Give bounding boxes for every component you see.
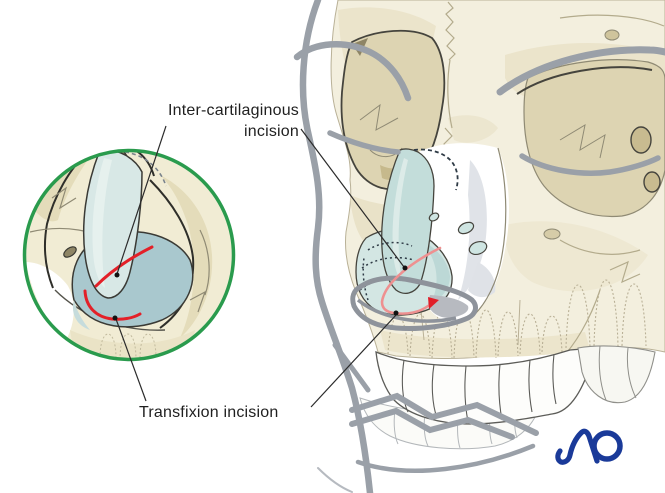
incision-arrowhead [428,297,439,309]
ao-logo-letter-a [555,428,600,465]
inset-circle [22,148,236,362]
label-inter-line2: incision [244,123,299,140]
eyebrow-right [496,46,665,96]
eyelid-right [519,153,661,176]
label-inter-line1: Inter-cartilaginous [168,102,299,119]
ao-logo: AO [555,428,623,465]
soft-tissue-outline [293,0,665,493]
upper-lip-line [349,392,539,436]
leader-inter-to-skull [300,128,405,268]
inset-ring [22,148,236,362]
nose-cartilage-main [350,148,488,331]
label-transfixion-text: Transfixion incision [139,404,279,421]
leader-transfixion-to-skull [310,313,398,408]
leader-dots [112,265,408,321]
leader-lines [115,125,405,408]
eye-socket-right [516,29,665,240]
leader-transfixion-to-inset [115,318,147,402]
skull-illustration [330,0,665,450]
label-inter-cartilaginous-incision: Inter-cartilaginous incision [121,100,299,142]
eyebrow-left [293,41,412,102]
incision-inset-intercartilaginous [94,245,154,288]
leader-inter-to-inset [116,125,167,275]
ao-logo-letter-o [591,430,623,462]
upper-teeth [375,345,656,425]
eyelid-left [327,130,401,155]
incision-inset-transfixion [83,289,142,321]
lip-closure-line [349,407,515,440]
lower-lip-line [355,443,536,473]
label-transfixion-incision: Transfixion incision [139,402,278,423]
